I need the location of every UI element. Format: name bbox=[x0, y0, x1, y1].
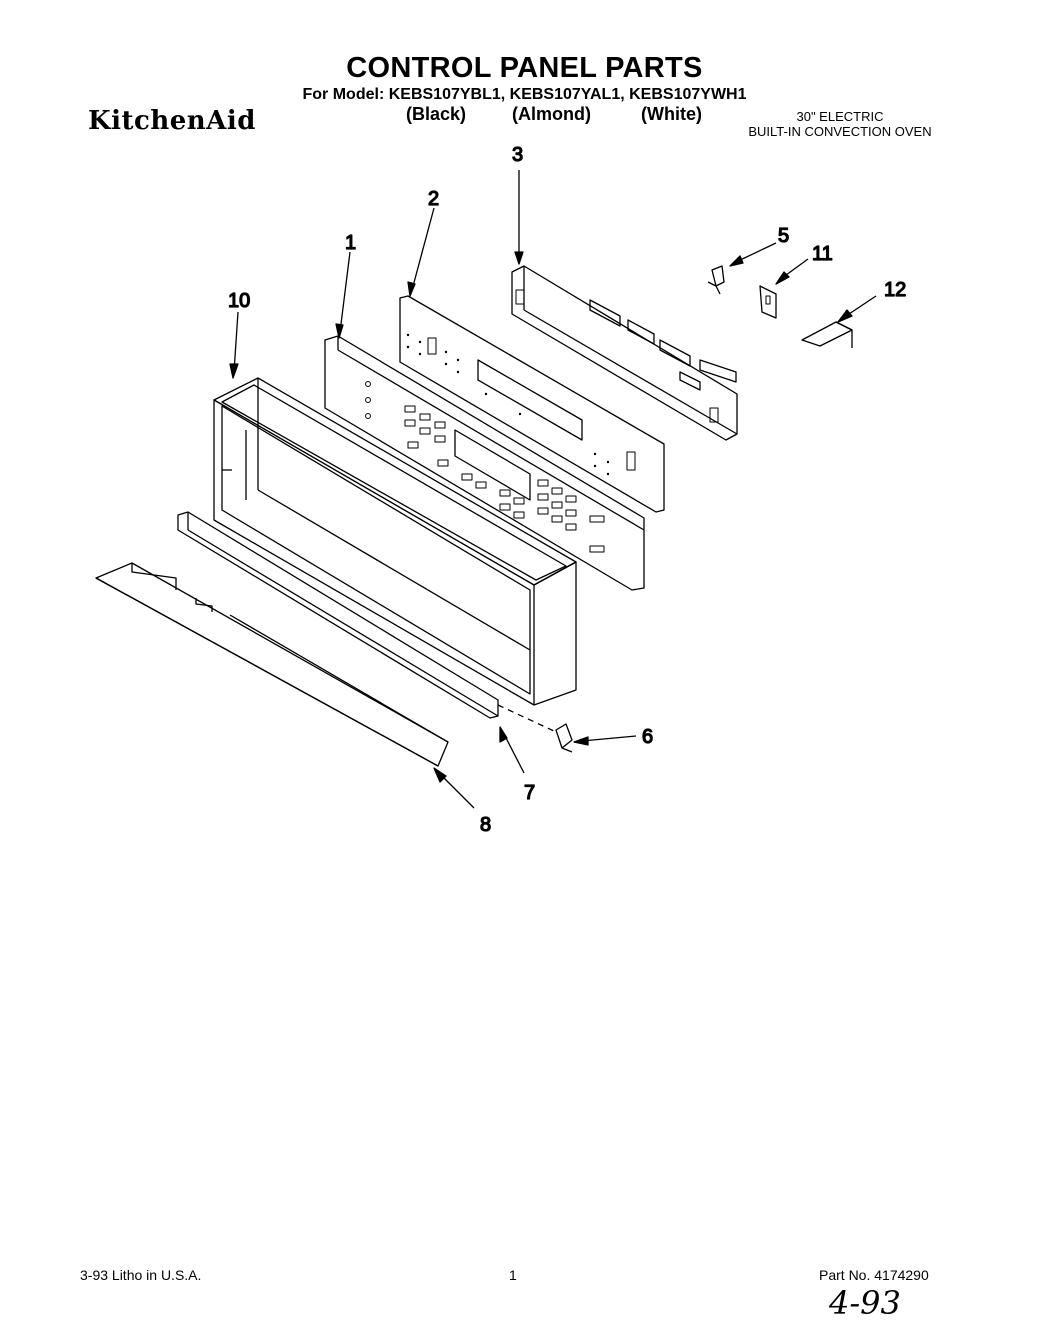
callout-6: 6 bbox=[642, 726, 653, 748]
litho-note: 3-93 Litho in U.S.A. bbox=[80, 1267, 202, 1283]
part-11-bracket bbox=[759, 285, 777, 319]
part-7-strip bbox=[177, 511, 499, 719]
page-number: 1 bbox=[509, 1267, 517, 1283]
part-1-control-panel bbox=[324, 335, 645, 591]
part-12-cover-plate bbox=[801, 321, 853, 348]
part-2-overlay-panel bbox=[399, 295, 665, 513]
color-almond: (Almond) bbox=[512, 104, 591, 124]
product-type-line1: 30" ELECTRIC bbox=[796, 109, 884, 124]
handwritten-date: 4-93 bbox=[829, 1284, 901, 1322]
part-8-lower-strip bbox=[95, 562, 449, 767]
callout-5: 5 bbox=[778, 225, 789, 247]
part-number: Part No. 4174290 bbox=[819, 1267, 929, 1283]
model-list: For Model: KEBS107YBL1, KEBS107YAL1, KEB… bbox=[302, 86, 747, 103]
callout-3: 3 bbox=[512, 144, 523, 166]
callout-10: 10 bbox=[228, 290, 250, 312]
callout-2: 2 bbox=[428, 188, 439, 210]
alignment-line bbox=[497, 704, 557, 733]
callout-8: 8 bbox=[480, 814, 491, 836]
page-title: CONTROL PANEL PARTS bbox=[346, 52, 703, 84]
part-3-control-board bbox=[511, 265, 738, 441]
color-black: (Black) bbox=[406, 104, 467, 124]
product-type-line2: BUILT-IN CONVECTION OVEN bbox=[748, 124, 932, 139]
color-white: (White) bbox=[641, 104, 702, 124]
brand-logo: KitchenAid bbox=[88, 106, 256, 136]
part-10-trim-frame bbox=[213, 377, 577, 706]
callout-1: 1 bbox=[345, 232, 356, 254]
callout-12: 12 bbox=[884, 279, 906, 301]
leader-lines bbox=[229, 170, 877, 809]
callout-7: 7 bbox=[524, 782, 535, 804]
part-6-clip bbox=[555, 723, 573, 753]
part-5-clip bbox=[707, 265, 725, 295]
callout-11: 11 bbox=[812, 243, 833, 265]
